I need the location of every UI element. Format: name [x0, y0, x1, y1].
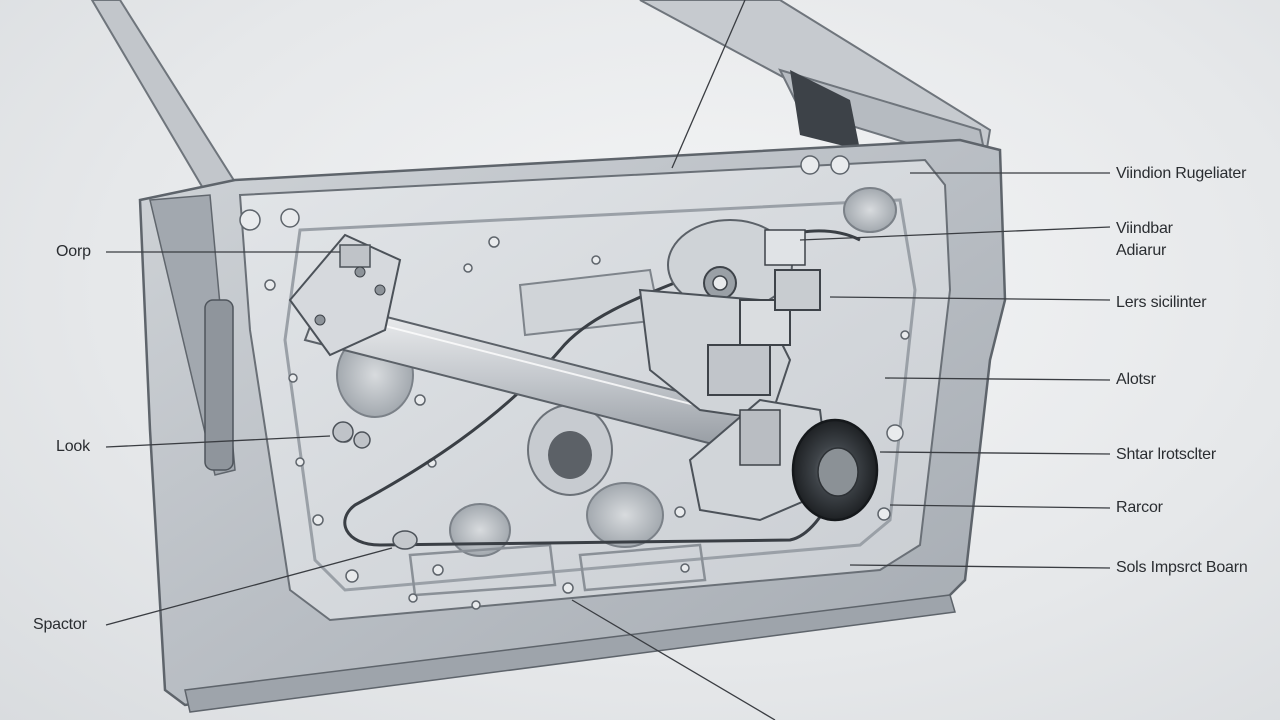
label-window-adjuster-line2: Adiarur — [1116, 242, 1167, 259]
access-hole-3 — [586, 482, 664, 548]
label-window-adjuster-line1: Viindbar — [1116, 220, 1173, 237]
lower-latch — [392, 530, 418, 550]
label-lens-sticker: Lers sicilinter — [1116, 294, 1207, 311]
leader-lines — [105, 0, 1111, 720]
window-dark-corner — [790, 70, 860, 150]
door-sill-strip — [184, 594, 956, 713]
label-side-impact-beam: Sols Impsrct Boarn — [1116, 559, 1248, 576]
lower-slot-2 — [578, 543, 707, 592]
label-motor: Alotsr — [1116, 371, 1156, 388]
access-hole-5 — [843, 187, 897, 233]
label-lock: Look — [56, 438, 90, 455]
hinge-plate — [204, 299, 234, 471]
label-speaker: Spactor — [33, 616, 87, 633]
regulator-cable — [343, 243, 852, 547]
access-hole-4-inner — [548, 431, 592, 479]
motor-block-2 — [739, 299, 791, 346]
window-frame-front-pillar — [90, 0, 242, 202]
motor-block-3 — [774, 269, 821, 311]
door-inner-panel-ridge — [283, 198, 917, 592]
label-window-regulator: Viindion Rugeliater — [1116, 165, 1247, 182]
label-racer: Rarcor — [1116, 499, 1163, 516]
motor-connector — [764, 229, 806, 266]
lock-mechanism — [332, 421, 371, 449]
bolt-holes — [239, 155, 910, 610]
label-door: Oorp — [56, 243, 91, 260]
label-shaft-protector: Shtar lrotsclter — [1116, 446, 1216, 463]
motor-block-1 — [707, 344, 771, 396]
lower-slot — [408, 543, 557, 597]
regulator-top-bracket — [288, 233, 402, 357]
